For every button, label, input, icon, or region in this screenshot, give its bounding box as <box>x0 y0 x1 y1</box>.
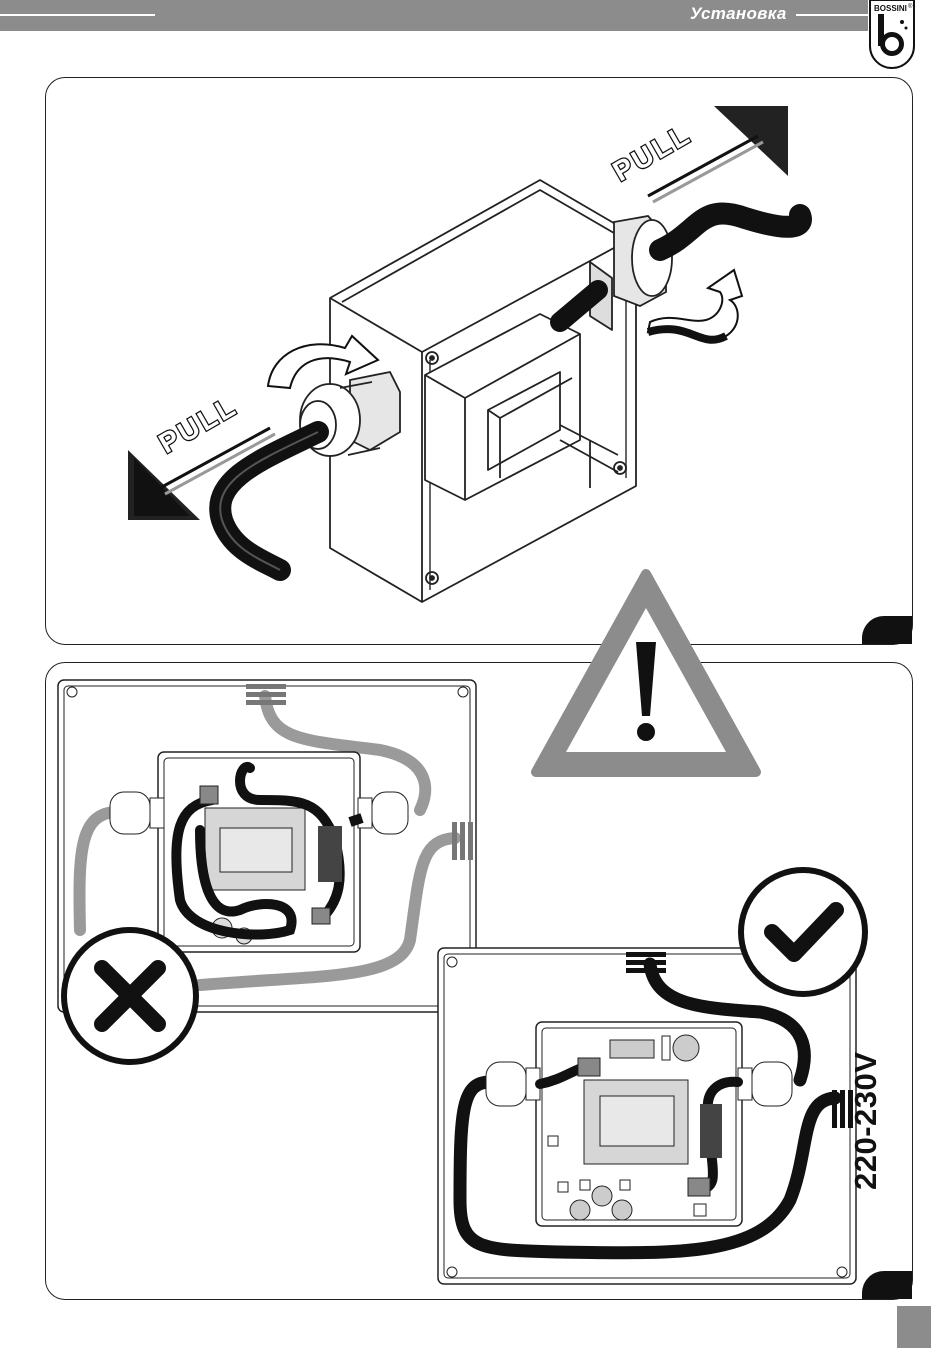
correct-wiring-diagram <box>438 948 856 1284</box>
cable-gland-right <box>614 216 672 306</box>
voltage-label: 220-230V <box>848 1052 884 1190</box>
cable-right <box>660 213 801 250</box>
page-tab <box>897 1306 931 1348</box>
cross-icon <box>64 930 196 1062</box>
cable-left <box>220 432 318 570</box>
check-icon <box>741 870 865 994</box>
warning-triangle-icon <box>536 574 756 772</box>
